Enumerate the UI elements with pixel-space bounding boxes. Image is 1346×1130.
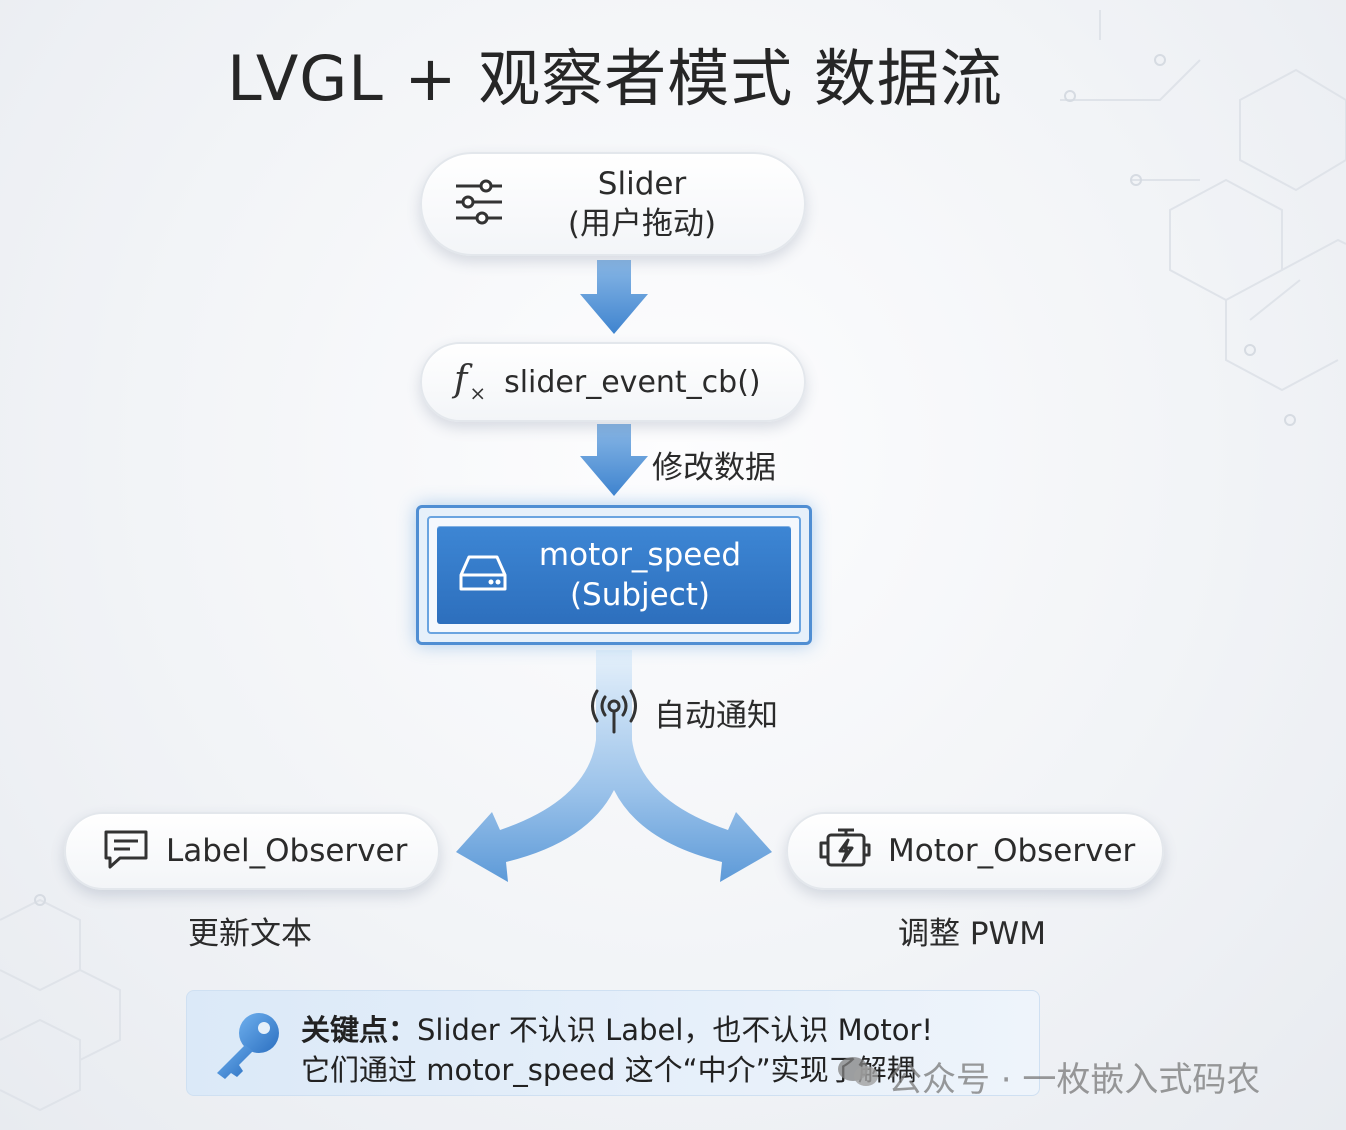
note-line-1-text: Slider 不认识 Label，也不认识 Motor!: [417, 1013, 934, 1047]
subject-subtitle: (Subject): [569, 577, 711, 613]
sliders-icon: [452, 178, 506, 230]
storage-drive-icon: [457, 553, 509, 597]
motor-icon: [816, 827, 872, 875]
slider-title: Slider: [597, 166, 687, 202]
diagram-title: LVGL + 观察者模式 数据流: [227, 42, 1003, 115]
label-observer-node: Label_Observer: [64, 812, 440, 890]
edge-label-notify: 自动通知: [654, 698, 778, 734]
watermark: 公众号 · 一枚嵌入式码农: [836, 1052, 1260, 1101]
edge-label-modify: 修改数据: [652, 450, 776, 486]
watermark-text: 公众号 · 一枚嵌入式码农: [888, 1060, 1261, 1100]
label-observer-label: Label_Observer: [166, 833, 408, 869]
note-line-2: 它们通过 motor_speed 这个“中介”实现了解耦: [301, 1053, 916, 1087]
note-line-1: 关键点：Slider 不认识 Label，也不认识 Motor!: [301, 1007, 933, 1049]
message-icon: [102, 828, 150, 874]
arrow-slider-to-callback: [580, 260, 648, 334]
arrow-callback-to-subject: [580, 424, 648, 496]
callback-node: f× slider_event_cb(): [420, 342, 806, 422]
callback-label: slider_event_cb(): [504, 364, 761, 400]
motor-observer-node: Motor_Observer: [786, 812, 1164, 890]
wechat-icon: [836, 1054, 880, 1099]
motor-observer-caption: 调整 PWM: [898, 916, 1046, 952]
slider-node: Slider (用户拖动): [420, 152, 806, 256]
subject-title: motor_speed: [538, 537, 742, 573]
motor-observer-label: Motor_Observer: [888, 833, 1136, 869]
label-observer-caption: 更新文本: [188, 916, 312, 952]
arrow-subject-to-observers: [456, 650, 772, 882]
key-icon: [211, 1009, 285, 1085]
function-fx-icon: f×: [454, 359, 487, 405]
broadcast-icon: [586, 688, 642, 738]
slider-subtitle: (用户拖动): [567, 206, 717, 242]
key-point-note: 关键点：Slider 不认识 Label，也不认识 Motor! 它们通过 mo…: [186, 990, 1040, 1096]
subject-node: motor_speed (Subject): [416, 505, 812, 645]
note-bold-prefix: 关键点：: [301, 1013, 418, 1047]
